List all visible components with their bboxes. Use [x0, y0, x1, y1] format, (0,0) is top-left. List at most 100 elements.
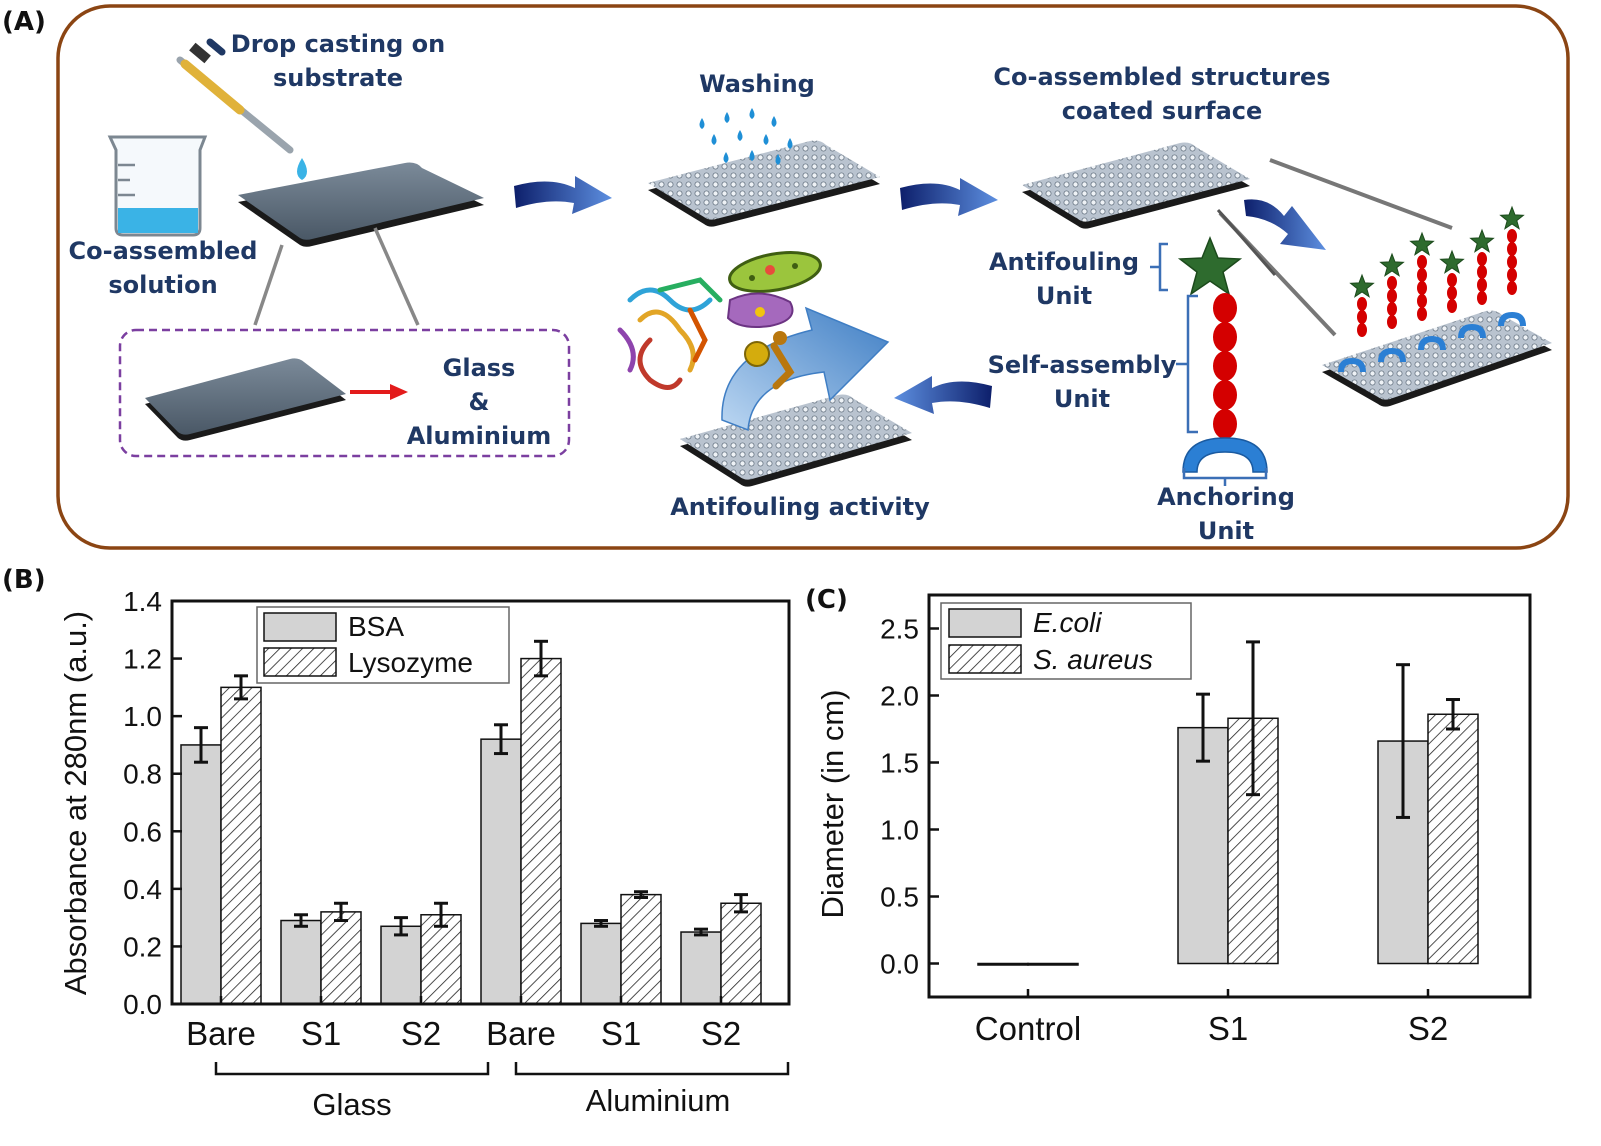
x-tick-label: S1: [601, 1015, 641, 1052]
x-tick-label: Control: [975, 1010, 1081, 1047]
anchor-icon: [1378, 348, 1406, 362]
bar-s-aureus: [1027, 962, 1079, 966]
legend-label-saureus: S. aureus: [1033, 644, 1153, 675]
chain-segment: [1477, 265, 1487, 279]
red-arrow-icon: [350, 384, 408, 400]
chart-b-bars: [180, 639, 762, 1005]
y-tick-label: 0.4: [123, 874, 162, 905]
y-tick-label: 1.0: [880, 815, 919, 846]
chain-segment: [1357, 323, 1367, 337]
legend-label-bsa: BSA: [348, 611, 404, 642]
bar-bsa: [180, 744, 222, 1005]
chart-c-ylabel: Diameter (in cm): [815, 689, 850, 918]
bar-e-coli: [977, 962, 1029, 966]
substrate-box: [118, 328, 571, 458]
bacteria-icon: [728, 251, 822, 293]
chain-segment: [1477, 291, 1487, 305]
schematic-frame: [56, 4, 1570, 550]
star-icon: [1349, 273, 1375, 298]
bar-bsa: [380, 925, 422, 1005]
legend-swatch-saureus: [948, 644, 1022, 674]
y-tick-label: 0.8: [123, 759, 162, 790]
chain-segment: [1447, 299, 1457, 313]
repel-arrow-icon: [721, 306, 890, 432]
chain-segment: [1387, 289, 1397, 303]
process-arrow-icon: [514, 176, 612, 214]
drop-casting-label: Drop casting on: [231, 30, 445, 58]
process-arrow-icon: [894, 376, 992, 414]
coated-surface-label: Co-assembled structures: [993, 63, 1330, 91]
substrates-label: &: [469, 388, 490, 416]
panel-label-a: (A): [2, 7, 46, 37]
chart-c-legend: E.coli S. aureus: [940, 602, 1192, 680]
x-tick-label: S2: [401, 1015, 441, 1052]
y-tick-label: 1.5: [880, 748, 919, 779]
chain-segment: [1447, 273, 1457, 287]
bar-e-coli: [1177, 726, 1229, 965]
anchor-icon: [1418, 336, 1446, 350]
chain-segment: [1357, 297, 1367, 311]
anchor-icon: [1182, 437, 1268, 473]
y-tick-label: 0.0: [123, 989, 162, 1020]
group-label-aluminium: Aluminium: [586, 1083, 731, 1118]
zoom-line: [1269, 158, 1453, 230]
chain-segment: [1417, 294, 1427, 308]
chart-b-ylabel: Absorbance at 280nm (a.u.): [58, 611, 93, 995]
coated-surface-label: coated surface: [1062, 97, 1263, 125]
pipette-icon: [176, 38, 294, 154]
bar-bsa: [280, 919, 322, 1005]
star-icon: [1499, 205, 1525, 230]
legend-swatch-bsa: [263, 612, 337, 642]
x-tick-label: S2: [701, 1015, 741, 1052]
chart-c-yaxis: 0.00.51.01.52.02.5: [880, 614, 939, 980]
legend-label-lysozyme: Lysozyme: [348, 647, 473, 678]
x-tick-label: S1: [301, 1015, 341, 1052]
chain-segment: [1477, 278, 1487, 292]
chain-segment: [1447, 286, 1457, 300]
chain-segment: [1477, 252, 1487, 266]
process-arrow-icon: [900, 178, 998, 216]
panel-label-c: (C): [805, 585, 848, 615]
substrates-label: Aluminium: [407, 422, 552, 450]
chart-c-bars: [977, 640, 1479, 966]
bar-bsa: [680, 931, 722, 1005]
star-icon: [1177, 235, 1243, 296]
antifouling-activity-label: Antifouling activity: [670, 493, 930, 521]
legend-swatch-lysozyme: [263, 647, 337, 677]
anchor-icon: [1458, 324, 1486, 338]
panel-label-b: (B): [2, 565, 46, 595]
protein-icon: [617, 277, 723, 390]
chain-segment: [1417, 255, 1427, 269]
y-tick-label: 2.5: [880, 614, 919, 645]
y-tick-label: 1.0: [123, 701, 162, 732]
chain-segment: [1417, 307, 1427, 321]
bracket: [1176, 294, 1198, 434]
molecule-surface: [1322, 310, 1552, 407]
connector-line: [373, 227, 420, 326]
group-label-glass: Glass: [312, 1087, 391, 1122]
chain-segment: [1507, 268, 1517, 282]
bar-lysozyme: [220, 686, 262, 1005]
chain-segment: [1507, 229, 1517, 243]
schematic-panel: (A): [2, 4, 1570, 550]
chain-segment: [1357, 310, 1367, 324]
bar-lysozyme: [720, 902, 762, 1005]
substrate-plate: [238, 162, 484, 247]
legend-swatch-ecoli: [948, 608, 1022, 638]
coated-plate: [1022, 142, 1250, 229]
bar-lysozyme: [420, 914, 462, 1005]
bracket: [1182, 468, 1268, 486]
self-assembly-unit-label: Unit: [1054, 385, 1110, 413]
washing-plate: [648, 140, 880, 227]
group-bracket-aluminium: [514, 1062, 790, 1076]
star-icon: [1469, 228, 1495, 253]
y-tick-label: 2.0: [880, 681, 919, 712]
process-arrow-icon: [1244, 199, 1326, 250]
antifouling-unit-label: Antifouling: [989, 248, 1139, 276]
chain-segment: [1507, 242, 1517, 256]
